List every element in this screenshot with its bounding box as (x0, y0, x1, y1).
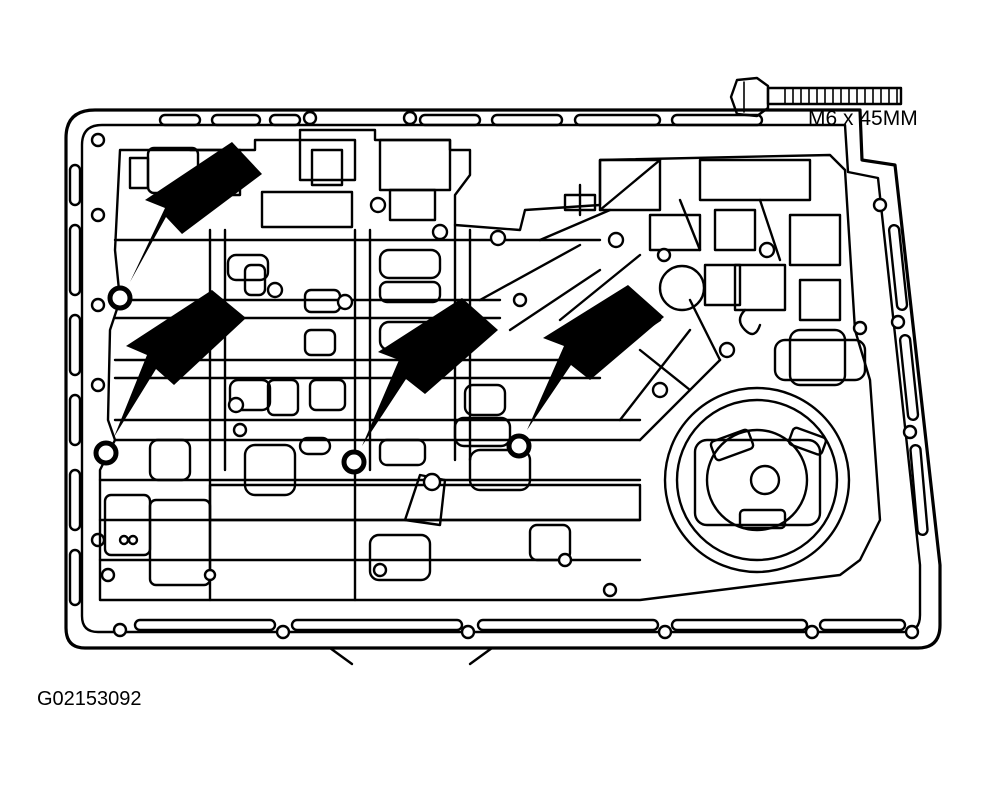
bolt-location-2 (93, 440, 119, 466)
pointer-arrows (114, 142, 664, 446)
bolt-location-4 (506, 433, 532, 459)
pan-gasket-outline (64, 108, 942, 666)
valve-body (98, 128, 882, 602)
gasket-slots (68, 113, 929, 632)
bolt-icon (729, 76, 903, 118)
arrow-icon (362, 298, 498, 446)
arrow-icon (527, 285, 664, 430)
figure-id-label: G02153092 (37, 688, 142, 710)
bolt-spec-label: M6 x 45MM (808, 107, 918, 130)
highlighted-bolt-locations (93, 285, 532, 475)
gasket-bolt-holes (90, 110, 920, 640)
arrow-icon (130, 142, 262, 282)
bolt-location-3 (341, 449, 367, 475)
arrow-icon (114, 290, 246, 437)
bolt-location-1 (107, 285, 133, 311)
